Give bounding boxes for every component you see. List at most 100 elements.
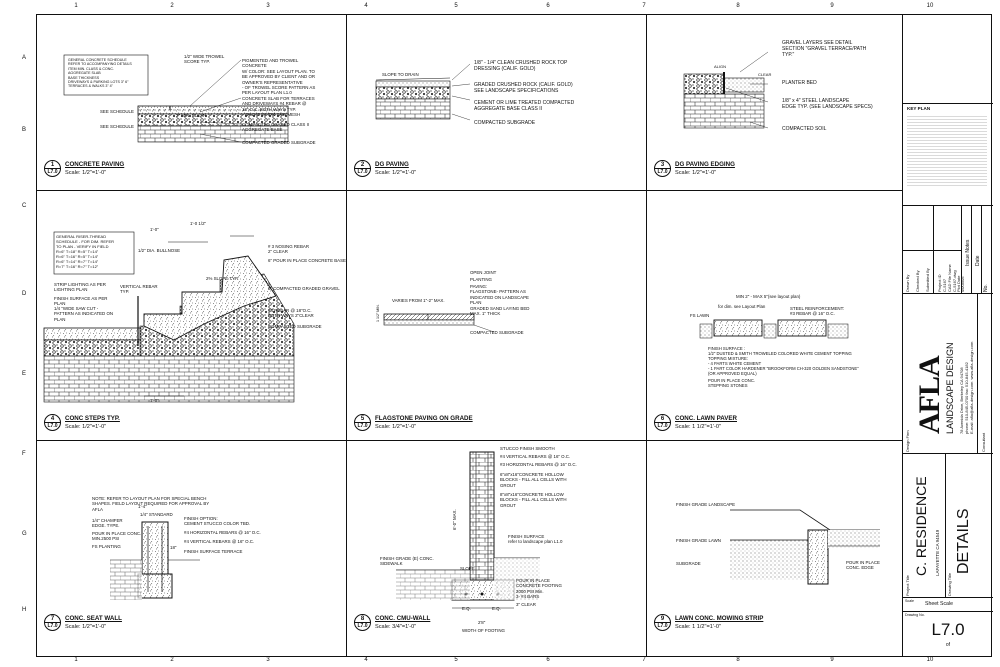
project-location: LAFAYETTE CA 94549 — [935, 529, 940, 576]
dim-varies: VARIES FROM 1"-2" MAX. — [392, 298, 445, 303]
ruler-col-3: 3 — [266, 3, 270, 9]
sheet-number-box: Drawing No. L7.0 of — [903, 612, 993, 657]
concrete-schedule: GENERAL CONCRETE SCHEDULE REFER TO ACCOM… — [68, 58, 132, 89]
ruler-col-7: 7 — [642, 657, 646, 663]
dg-paving-section — [375, 63, 471, 121]
panel-dg-paving — [346, 14, 647, 191]
ruler-col-4: 4 — [364, 657, 368, 663]
sheet-scale-value: Sheet Scale — [925, 601, 953, 607]
ruler-row-D: D — [22, 291, 27, 297]
ruler-col-3: 3 — [266, 657, 270, 663]
callout-slope-drain: SLOPE TO DRAIN — [382, 72, 419, 77]
callout-crushed-rock: GRADED CRUSHED ROCK (CALIF. GOLD) SEE LA… — [474, 82, 573, 94]
callout-pour-conc-7: POUR IN PLACE CONC. MIN.2500 PSI — [92, 531, 142, 542]
riser-schedule-frame — [53, 231, 135, 275]
dim-eq-2: E.Q. — [492, 606, 501, 611]
callout-vertical-rebar-8: #4 VERTICAL REBARS @ 16" O.C. — [500, 454, 571, 459]
callout-sand-bed: GRADED SAND LAYING BED MAX. 1" THICK — [470, 306, 530, 317]
callout-horizontal-rebar-8: #3 HORIZONTAL REBARS @ 16" O.C. — [500, 462, 577, 467]
ruler-row-B: B — [22, 127, 27, 133]
callout-finish-terrace: FINISH SURFACE TERRACE — [184, 549, 243, 554]
dg-edging-section — [683, 51, 769, 129]
callout-compacted-subgrade-2: COMPACTED SUBGRADE — [474, 120, 536, 126]
conc-steps-section — [43, 235, 295, 403]
firm-address: 78 Avenida Drive, Berkeley CA 94708 phon… — [959, 341, 974, 434]
key-plan-box: KEY PLAN — [903, 104, 993, 206]
dim-width-footing: WIDTH OF FOOTING — [462, 628, 505, 633]
riser-thread-schedule: GENERAL RISER-THREAD SCHEDULE - FOR DIM.… — [56, 234, 115, 269]
callout-saw-cut: 1/4 "WIDE SAW CUT - PATTERN AS INDICATED… — [54, 306, 114, 322]
ruler-col-1: 1 — [74, 657, 78, 663]
sheet-of: of — [945, 642, 951, 648]
callout-conc-edge: POUR IN PLACE CONC. EDGE — [846, 560, 880, 571]
ruler-col-8: 8 — [736, 3, 740, 9]
callout-open-joint: OPEN JOINT — [470, 270, 497, 275]
callout-fs-planting: FS PLANTING — [92, 544, 121, 549]
callout-gravel-layers: GRAVEL LAYERS SEE DETAIL SECTION "GRAVEL… — [782, 40, 867, 58]
callout-planting: PLANTING — [470, 277, 492, 282]
callout-hollow-block-8: 8"x8"x16"CONCRETE HOLLOW BLOCKS - FILL A… — [500, 492, 567, 508]
callout-see-schedule-2: SEE SCHEDULE — [100, 124, 134, 129]
issue-notes-box: Issue Notes Date No. Drawn By Checked By… — [903, 206, 993, 294]
callout-finish-topping: FINISH SURFACE : 1/2" DUSTED & SMITH TRO… — [708, 346, 859, 376]
mowing-strip-section — [730, 509, 880, 585]
dim-tread-1: 1'-0" — [150, 227, 159, 232]
callout-chamfer: 1/4" CHAMFER EDGE. TYPE. — [92, 518, 123, 529]
key-plan-label: KEY PLAN — [907, 106, 931, 111]
firm-name: LANDSCAPE DESIGN — [945, 342, 955, 434]
panel-lawn-paver — [646, 190, 903, 441]
firm-logo: AFLA — [913, 356, 946, 434]
callout-steel-edge: 1/8" x 4" STEEL LANDSCAPE EDGE TYP. (SEE… — [782, 98, 873, 110]
ruler-row-E: E — [22, 371, 27, 377]
callout-pigmented-concrete: PIGMENTED AND TROWEL CONCRETE W/ COLOR: … — [242, 58, 316, 96]
ruler-row-H: H — [22, 607, 27, 613]
dim-eq-1: E.Q. — [462, 606, 471, 611]
callout-fs-lawn: FS LAWN — [690, 313, 710, 318]
seat-wall-section — [110, 521, 200, 600]
callout-subgrade-9: SUBGRADE — [676, 561, 701, 566]
callout-pour-base: 6" POUR IN PLACE CONCRETE BASE — [268, 258, 346, 263]
drawing-title-box: Project Title C. RESIDENCE LAFAYETTE CA … — [903, 454, 993, 598]
ruler-col-9: 9 — [830, 3, 834, 9]
drawing-title: DETAILS — [955, 508, 972, 575]
drawing-no-label: Drawing No. — [905, 613, 925, 617]
ruler-col-4: 4 — [364, 3, 368, 9]
meta-submitted-by: Submitted By — [925, 268, 930, 292]
callout-planter-bed: PLANTER BED — [782, 80, 817, 86]
ruler-row-C: C — [22, 203, 27, 209]
ruler-col-6: 6 — [546, 3, 550, 9]
callout-finish-surface-8: FINISH SURFACE refer to landscape plan L… — [508, 534, 563, 545]
ruler-col-8: 8 — [736, 657, 740, 663]
ruler-row-A: A — [22, 55, 27, 61]
scale-label: Scale — [905, 599, 914, 603]
ruler-col-5: 5 — [454, 3, 458, 9]
callout-trowel-score: 1/2" WIDE TROWEL SCORE TYP. — [184, 54, 225, 65]
meta-grid: Drawn By Checked By Submitted By Project… — [903, 206, 965, 294]
ruler-col-2: 2 — [170, 3, 174, 9]
callout-nosing-rebar: # 3 NOSING REBAR 2" CLEAR — [268, 244, 309, 255]
callout-clear-8: 3" CLEAR — [516, 602, 536, 607]
key-plan-notes-text — [907, 116, 987, 186]
concrete-schedule-frame — [63, 54, 149, 96]
callout-subgrade: COMPACTED GRADED SUBGRADE — [242, 140, 316, 145]
tb-blank-top — [903, 14, 993, 104]
callout-horizontal-rebar: #4 HORIZONTAL REBARS @ 16" O.C. — [184, 530, 261, 535]
callout-compacted-soil: COMPACTED SOIL — [782, 126, 827, 132]
cmu-wall-section — [396, 451, 540, 609]
callout-flagstone-paving: PAVING: FLAGSTONE- PATTERN AS INDICATED … — [470, 284, 529, 306]
drawing-title-label: Drawing Title — [947, 572, 952, 596]
callout-align: ALIGN — [714, 64, 727, 69]
sheet-number: L7.0 — [931, 620, 965, 639]
dim-tread-3: 1'-0" — [150, 398, 159, 403]
